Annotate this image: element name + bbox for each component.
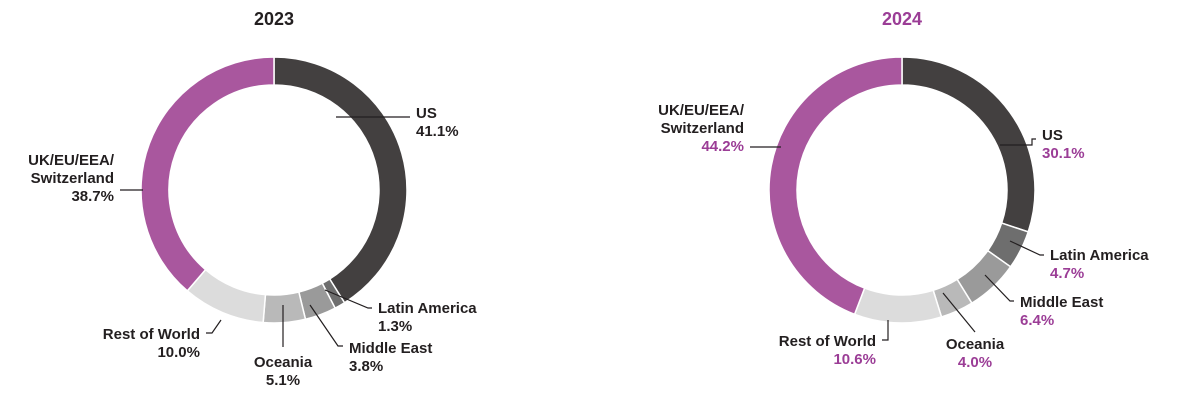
slice-label: Switzerland bbox=[31, 170, 114, 187]
leader-line bbox=[984, 274, 1014, 302]
slice-2024-uk-eu-eea-switzerland bbox=[768, 56, 903, 316]
slice-label: Oceania bbox=[254, 354, 313, 371]
slice-percent: 5.1% bbox=[266, 372, 300, 389]
slice-label: Oceania bbox=[946, 336, 1005, 353]
slice-percent: 6.4% bbox=[1020, 312, 1054, 329]
slice-label: Latin America bbox=[378, 300, 477, 317]
slice-percent: 4.7% bbox=[1050, 265, 1084, 282]
leader-line bbox=[942, 292, 976, 333]
slice-percent: 10.6% bbox=[833, 351, 876, 368]
chart-title-2023: 2023 bbox=[254, 9, 294, 29]
slice-label: Rest of World bbox=[103, 326, 200, 343]
slice-percent: 1.3% bbox=[378, 318, 412, 335]
slice-percent: 44.2% bbox=[701, 138, 744, 155]
leader-line bbox=[324, 289, 372, 309]
slice-2023-uk-eu-eea-switzerland bbox=[140, 56, 275, 292]
slice-percent: 10.0% bbox=[157, 344, 200, 361]
slice-percent: 3.8% bbox=[349, 358, 383, 375]
slice-label: US bbox=[416, 105, 437, 122]
slice-percent: 41.1% bbox=[416, 123, 459, 140]
leader-line bbox=[1000, 138, 1036, 146]
slice-label: Middle East bbox=[1020, 294, 1103, 311]
slice-label: Switzerland bbox=[661, 120, 744, 137]
slice-label: UK/EU/EEA/ bbox=[658, 102, 745, 119]
leader-line bbox=[309, 304, 343, 347]
leader-line bbox=[882, 320, 889, 341]
slice-2023-us bbox=[273, 56, 408, 304]
slice-percent: 4.0% bbox=[958, 354, 992, 371]
slice-label: UK/EU/EEA/ bbox=[28, 152, 115, 169]
leader-line bbox=[206, 319, 222, 334]
slice-2023-oceania bbox=[262, 291, 307, 324]
slice-label: Middle East bbox=[349, 340, 432, 357]
slice-label: US bbox=[1042, 127, 1063, 144]
slice-label: Rest of World bbox=[779, 333, 876, 350]
leader-line bbox=[1009, 240, 1044, 256]
chart-title-2024: 2024 bbox=[882, 9, 922, 29]
slice-percent: 38.7% bbox=[71, 188, 114, 205]
slice-label: Latin America bbox=[1050, 247, 1149, 264]
slice-2024-rest-of-world bbox=[853, 287, 943, 324]
slice-percent: 30.1% bbox=[1042, 145, 1085, 162]
